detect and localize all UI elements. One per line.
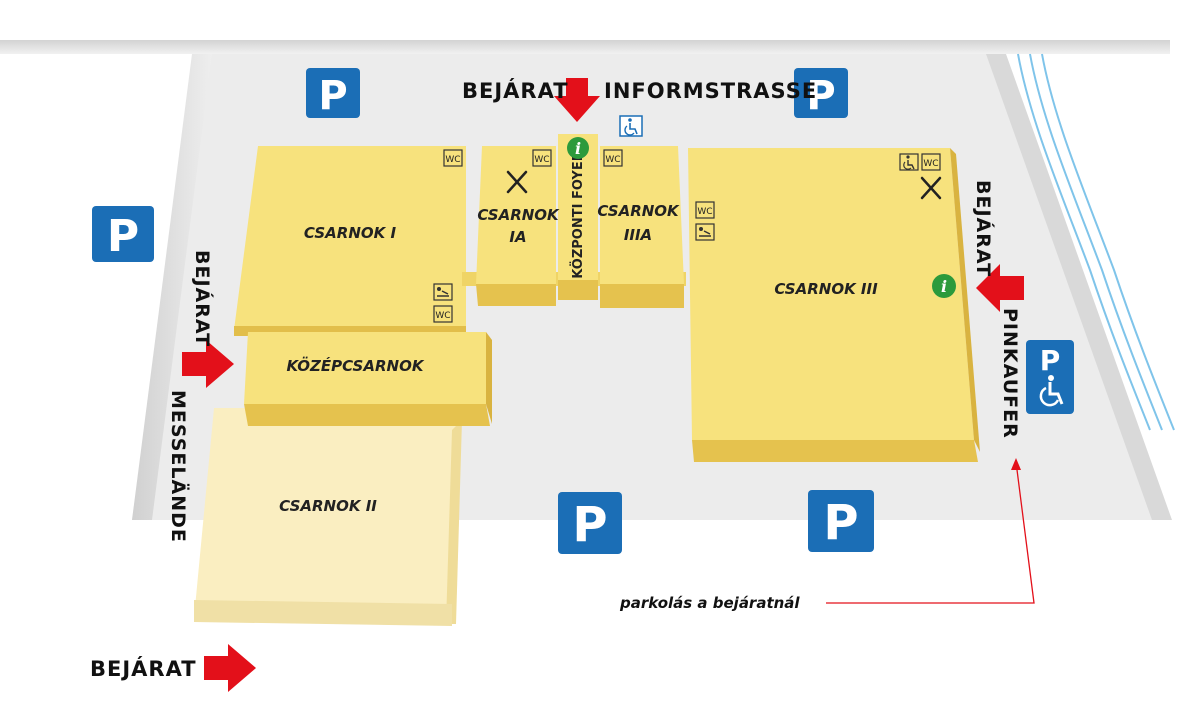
label-kozepcsarnok: KÖZÉPCSARNOK — [287, 356, 425, 375]
wc-icon: WC — [603, 149, 623, 167]
restaurant-icon — [920, 176, 942, 200]
svg-text:WC: WC — [435, 311, 450, 321]
parking-note: parkolás a bejáratnál — [619, 594, 800, 612]
svg-text:i: i — [575, 139, 581, 158]
baby-change-icon — [433, 283, 453, 301]
parking-note-leader — [826, 461, 1035, 604]
wc-icon: WC — [433, 305, 453, 323]
hall-kozepcsarnok[interactable] — [244, 332, 492, 426]
parking-icon[interactable]: P — [558, 492, 622, 554]
bottom-entrance-label: BEJÁRAT — [90, 656, 197, 681]
svg-text:WC: WC — [605, 155, 620, 165]
parking-icon[interactable]: P — [306, 68, 360, 119]
top-street-label: INFORMSTRASSE — [604, 79, 817, 103]
accessible-parking-icon[interactable]: P — [1026, 340, 1074, 414]
parking-icon[interactable]: P — [794, 68, 848, 119]
left-road — [132, 54, 212, 520]
label-csarnok-1a-line1: CSARNOK — [477, 206, 560, 224]
entrance-arrow-bottom — [204, 644, 256, 692]
hall-csarnok-1a[interactable] — [476, 146, 556, 306]
parking-icon[interactable]: P — [92, 206, 154, 262]
parking-note-arrowhead — [1011, 458, 1021, 470]
top-road — [0, 40, 1170, 54]
hall-csarnok-3[interactable] — [688, 148, 980, 462]
baby-change-icon — [695, 223, 715, 241]
info-icon[interactable]: i — [932, 274, 956, 298]
left-entrance-label: BEJÁRAT — [191, 250, 214, 347]
right-entrance-label: BEJÁRAT — [972, 180, 995, 277]
svg-text:WC: WC — [445, 155, 460, 165]
svg-text:WC: WC — [534, 155, 549, 165]
svg-text:P: P — [1040, 344, 1061, 377]
entrance-arrow-right — [976, 264, 1024, 312]
info-icon[interactable]: i — [567, 137, 589, 159]
svg-text:i: i — [941, 277, 947, 296]
wc-icon: WC — [532, 149, 552, 167]
svg-text:P: P — [318, 73, 347, 119]
wheelchair-icon — [899, 153, 919, 171]
left-street-label: MESSELÄNDE — [167, 390, 191, 543]
wc-icon: WC — [921, 153, 941, 171]
svg-text:P: P — [823, 495, 858, 551]
label-csarnok-1a-line2: IA — [509, 228, 526, 246]
svg-text:P: P — [806, 73, 835, 119]
label-csarnok-2: CSARNOK II — [279, 497, 377, 515]
top-entrance-label: BEJÁRAT — [462, 78, 569, 103]
hall-csarnok-3a[interactable] — [600, 146, 684, 308]
label-csarnok-1: CSARNOK I — [304, 224, 397, 242]
hall-kozponti-foyer[interactable] — [558, 134, 598, 300]
label-csarnok-3a-line1: CSARNOK — [597, 202, 680, 220]
svg-text:P: P — [572, 497, 607, 553]
svg-text:P: P — [107, 211, 139, 262]
svg-text:WC: WC — [697, 207, 712, 217]
right-road — [986, 54, 1172, 520]
river-waves — [1017, 53, 1175, 431]
label-csarnok-3: CSARNOK III — [774, 280, 878, 298]
parking-icon[interactable]: P — [808, 490, 874, 552]
entrance-arrow-top — [554, 78, 600, 122]
label-kozponti-foyer: KÖZPONTI FOYER — [570, 151, 586, 278]
svg-text:WC: WC — [923, 159, 938, 169]
wc-icon: WC — [695, 201, 715, 219]
right-street-label: PINKAUFER — [999, 308, 1021, 439]
wc-icon: WC — [443, 149, 463, 167]
label-csarnok-3a-line2: IIIA — [624, 226, 652, 244]
entrance-arrow-left — [182, 340, 234, 388]
wheelchair-icon — [619, 115, 643, 137]
restaurant-icon — [506, 170, 528, 194]
hall-csarnok-2[interactable] — [194, 408, 462, 626]
